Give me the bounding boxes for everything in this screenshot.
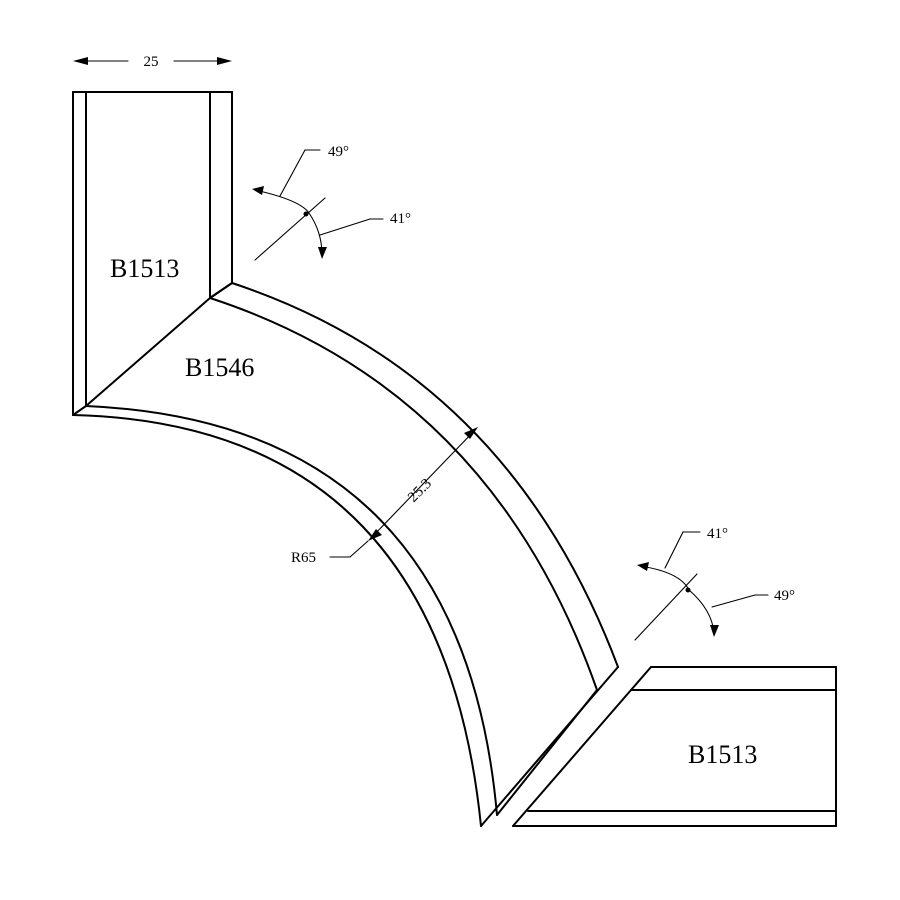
vertex-dot [685,587,691,593]
bottom-channel-label: B1513 [688,740,757,769]
radius-leader [329,540,369,558]
top-angle-upper-label: 49° [328,144,349,160]
top-angle-annotation [252,149,384,261]
bend-width-dimension [368,427,478,541]
top-angle-lower-label: 41° [390,211,411,227]
bottom-angle-lower-label: 49° [774,588,795,604]
width-dimension-label: 25 [144,54,159,70]
top-channel-label: B1513 [110,254,179,283]
bottom-angle-annotation [634,531,769,641]
width-dimension [73,57,232,65]
bend-width-label: 25.3 [405,476,435,506]
radius-label: R65 [291,550,316,566]
bottom-channel [512,666,837,827]
bend-label: B1546 [185,353,254,382]
bend-piece [72,282,619,827]
top-miter-line [85,297,211,407]
bottom-angle-upper-label: 41° [707,526,728,542]
vertex-dot [303,211,309,217]
